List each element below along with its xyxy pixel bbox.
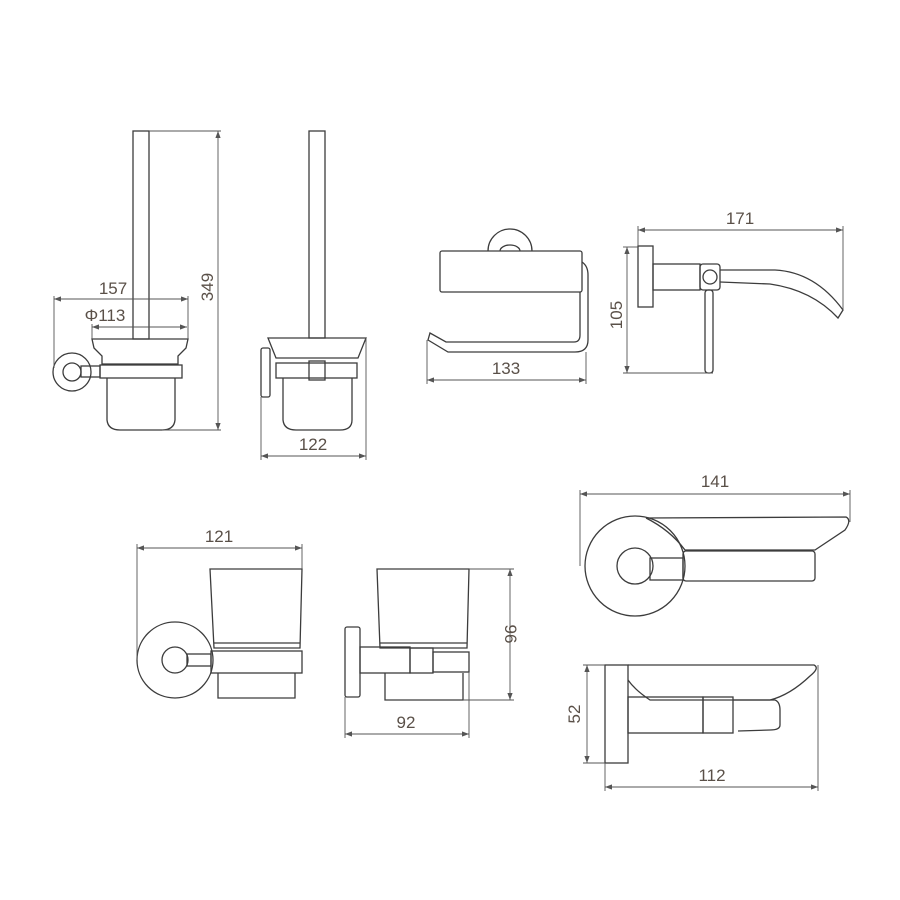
dimension-label: 121	[205, 527, 233, 546]
dimension-141: 141	[579, 472, 851, 566]
dimension-label: 52	[565, 705, 584, 724]
dimension-label: 92	[397, 713, 416, 732]
tumbler-holder-side-view: 96 92	[344, 568, 520, 738]
dimension-96: 96	[463, 568, 520, 701]
dimension-171: 171	[637, 209, 844, 310]
soap-dish-side-view: 52 112	[565, 664, 819, 791]
toilet-paper-holder-front-view: 133	[426, 228, 589, 384]
dimension-157: 157	[53, 279, 189, 368]
dimension-122: 122	[260, 338, 367, 460]
dimension-label: 349	[198, 273, 217, 301]
dimension-label: 105	[607, 301, 626, 329]
dimension-349: 349	[149, 130, 221, 431]
dimension-121: 121	[136, 527, 303, 660]
dimension-diameter-113: Φ113	[85, 306, 187, 339]
dimension-52: 52	[565, 664, 605, 764]
dimension-133: 133	[426, 340, 587, 384]
dimension-label: 96	[501, 625, 520, 644]
dimension-label: 171	[726, 209, 754, 228]
dimension-label: 122	[299, 435, 327, 454]
toilet-brush-front-view: 157 Φ113 349	[52, 130, 221, 431]
dimension-92: 92	[344, 672, 470, 738]
dimension-label: Φ113	[85, 306, 126, 325]
dimension-label: 133	[492, 359, 520, 378]
dimension-label: 112	[698, 766, 725, 785]
dimension-112: 112	[604, 665, 819, 791]
soap-dish-top-view: 141	[579, 472, 851, 617]
toilet-brush-side-view: 122	[260, 130, 367, 460]
dimension-label: 157	[99, 279, 127, 298]
dimension-label: 141	[701, 472, 729, 491]
dimension-105: 105	[607, 246, 713, 374]
tumbler-holder-front-view: 121	[136, 527, 303, 699]
toilet-paper-holder-side-view: 171 105	[607, 209, 844, 374]
